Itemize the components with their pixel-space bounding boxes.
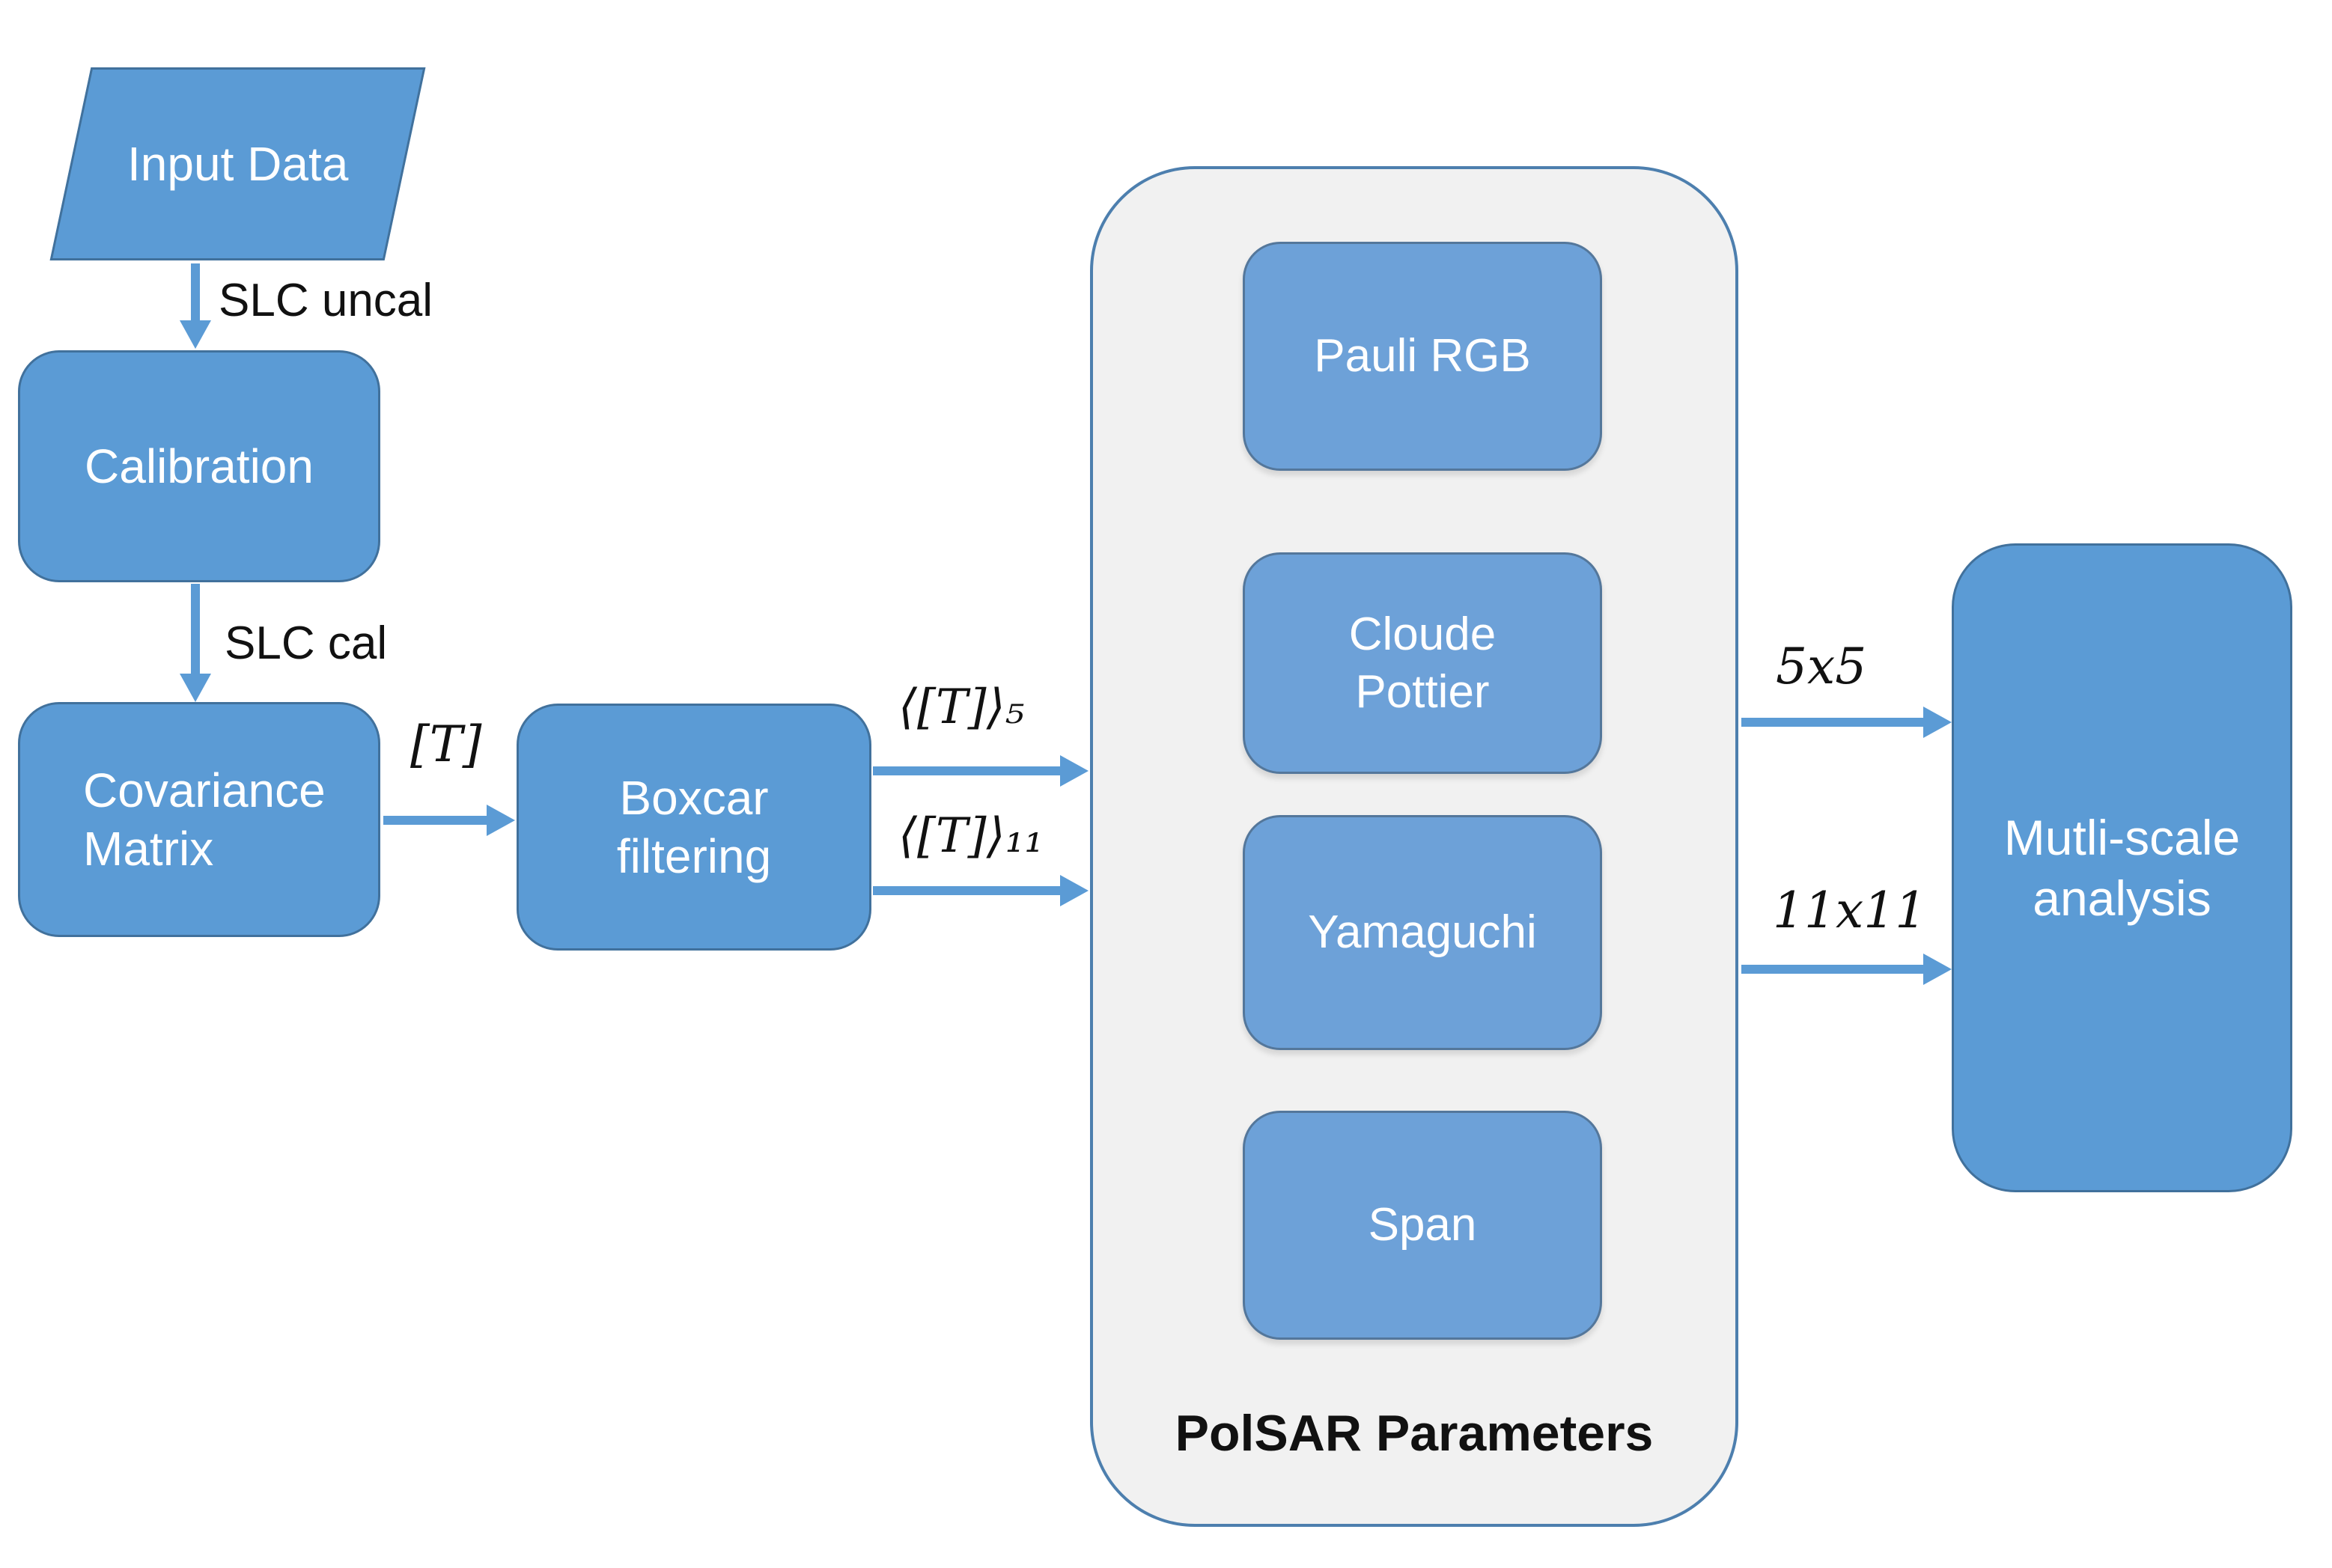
node-calibration: Calibration (18, 350, 380, 582)
arrow-slc-cal (191, 584, 200, 674)
edge-label-t-avg-11: ⟨[T]⟩₁₁ (898, 808, 1044, 864)
edge-label-slc-cal: SLC cal (225, 617, 388, 669)
node-covariance-matrix-label: Covariance Matrix (83, 763, 326, 876)
arrow-t-avg-11 (873, 886, 1060, 895)
node-calibration-label: Calibration (85, 439, 314, 493)
polsar-parameters-group: Pauli RGB Cloude Pottier Yamaguchi Span … (1090, 166, 1738, 1527)
node-cloude-pottier: Cloude Pottier (1243, 552, 1602, 774)
polsar-parameters-title: PolSAR Parameters (1175, 1405, 1654, 1462)
node-pauli-rgb-label: Pauli RGB (1314, 330, 1531, 382)
arrow-window-5x5 (1741, 718, 1923, 727)
node-boxcar-filtering: Boxcar filtering (517, 704, 871, 951)
node-input-data-label: Input Data (127, 137, 349, 191)
node-span-label: Span (1368, 1199, 1477, 1251)
node-input-data: Input Data (49, 67, 426, 260)
edge-label-t-matrix: [T] (410, 716, 482, 773)
node-multi-scale-analysis: Mutli-scale analysis (1952, 543, 2292, 1192)
node-span: Span (1243, 1111, 1602, 1340)
node-multi-scale-analysis-label: Mutli-scale analysis (2003, 809, 2241, 926)
node-boxcar-filtering-label: Boxcar filtering (616, 770, 772, 883)
edge-label-slc-uncal: SLC uncal (219, 275, 433, 326)
edge-label-window-11x11: 11x11 (1773, 882, 1927, 939)
node-yamaguchi-label: Yamaguchi (1308, 906, 1537, 959)
node-covariance-matrix: Covariance Matrix (18, 702, 380, 937)
arrow-t-matrix (383, 816, 487, 825)
arrow-window-11x11 (1741, 965, 1923, 974)
arrow-slc-uncal (191, 263, 200, 320)
node-cloude-pottier-label: Cloude Pottier (1348, 608, 1497, 719)
node-yamaguchi: Yamaguchi (1243, 815, 1602, 1050)
edge-label-window-5x5: 5x5 (1776, 638, 1867, 695)
arrow-t-avg-5 (873, 766, 1060, 775)
edge-label-t-avg-5: ⟨[T]⟩₅ (898, 680, 1025, 735)
node-pauli-rgb: Pauli RGB (1243, 242, 1602, 471)
